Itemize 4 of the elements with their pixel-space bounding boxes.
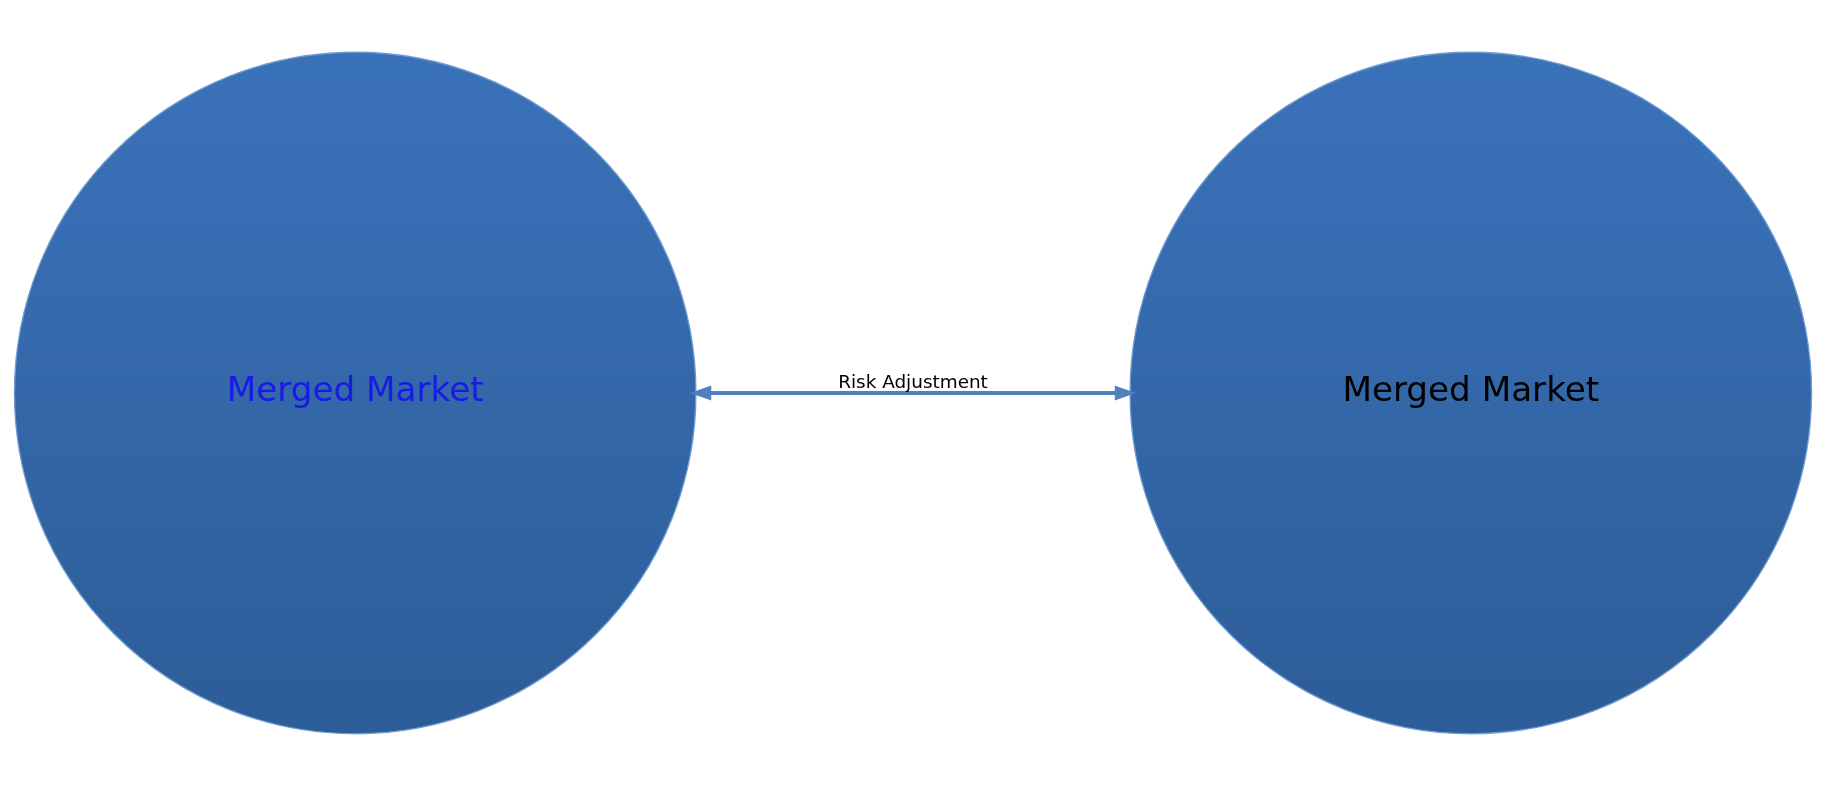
node-circle: Merged Market bbox=[13, 51, 697, 735]
node-circle: Merged Market bbox=[1129, 51, 1813, 735]
arrow bbox=[690, 385, 1136, 401]
edge-label: Risk Adjustment bbox=[838, 371, 988, 392]
